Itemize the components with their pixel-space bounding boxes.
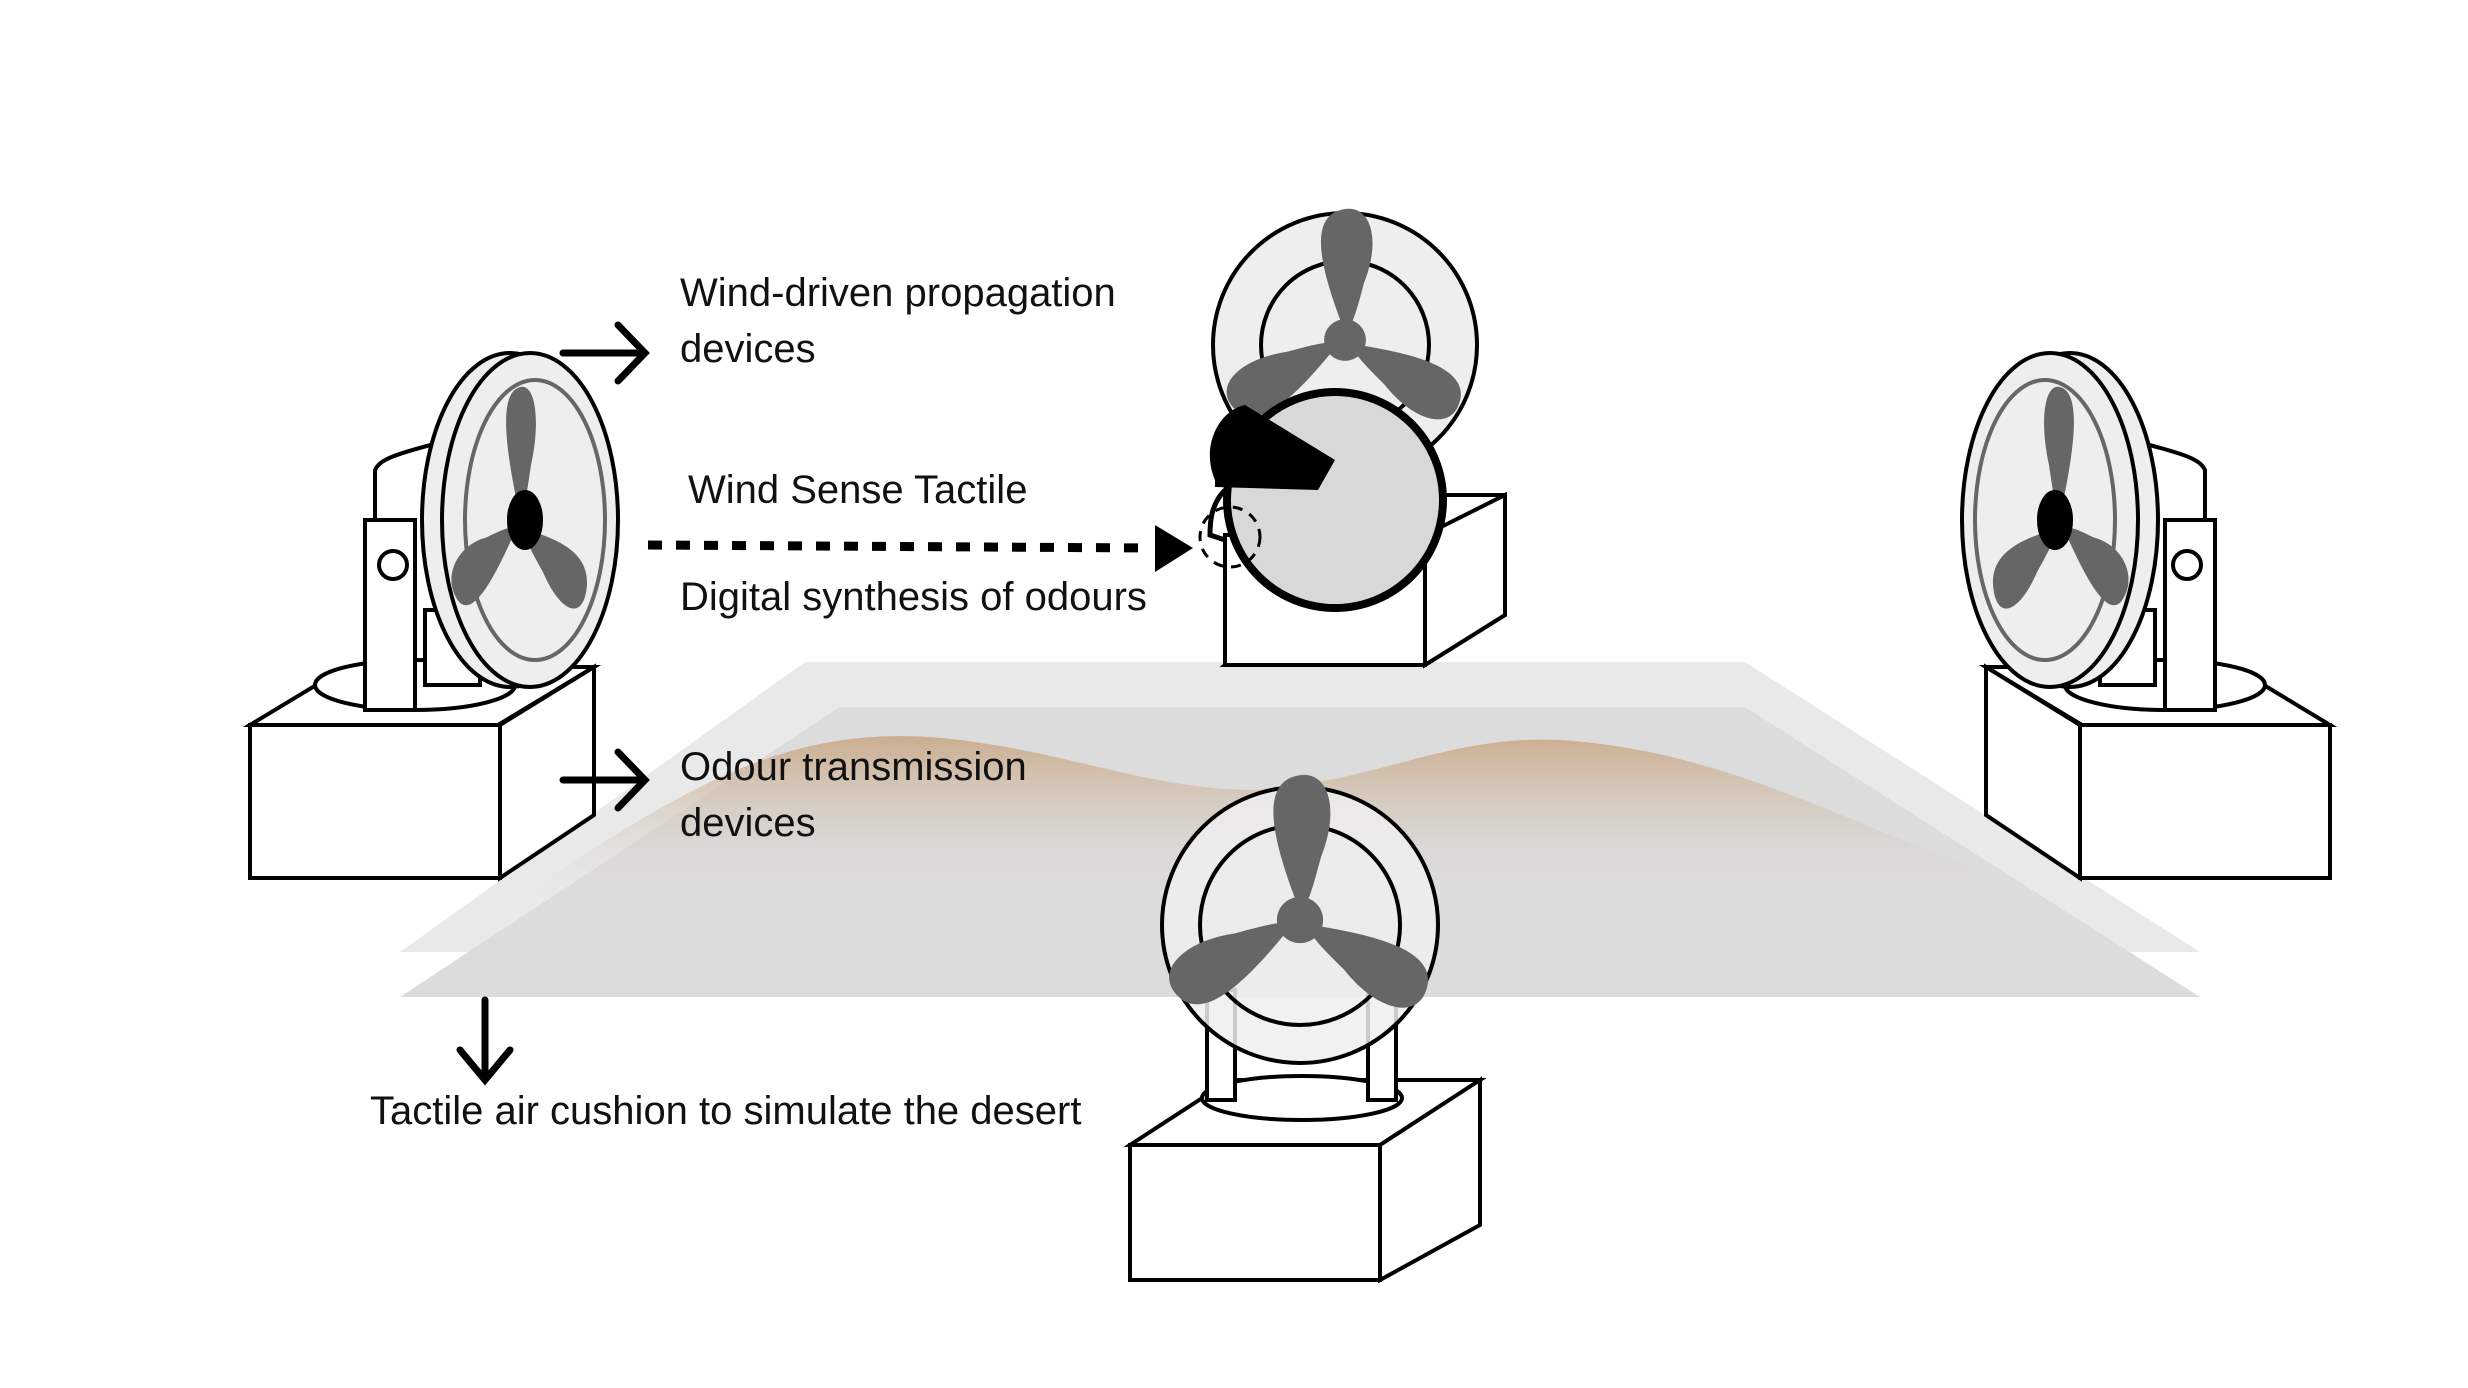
- left-fan: [242, 351, 620, 882]
- label-wind-sense: Wind Sense Tactile: [688, 468, 1027, 512]
- bottom-fan: [1123, 774, 1487, 1284]
- label-digital-synthesis: Digital synthesis of odours: [680, 575, 1147, 619]
- dotted-arrow-line: [647, 540, 1151, 553]
- top-fan-with-head: [1198, 208, 1507, 669]
- label-air-cushion: Tactile air cushion to simulate the dese…: [370, 1089, 1081, 1133]
- label-odour-1: Odour transmission: [680, 745, 1027, 789]
- nose: [1207, 488, 1227, 543]
- label-odour-2: devices: [680, 801, 816, 845]
- nose-highlight: [1198, 505, 1262, 569]
- label-wind-driven-1: Wind-driven propagation: [680, 271, 1116, 315]
- arrow-right-odour: [559, 748, 650, 812]
- dotted-arrow-head: [1155, 525, 1193, 572]
- hair: [1209, 405, 1335, 490]
- label-wind-driven-2: devices: [680, 327, 816, 371]
- arrows: [456, 321, 1193, 1086]
- arrow-down-cushion: [456, 996, 514, 1086]
- arrow-right-wind: [559, 321, 650, 385]
- right-fan: [1960, 351, 2338, 882]
